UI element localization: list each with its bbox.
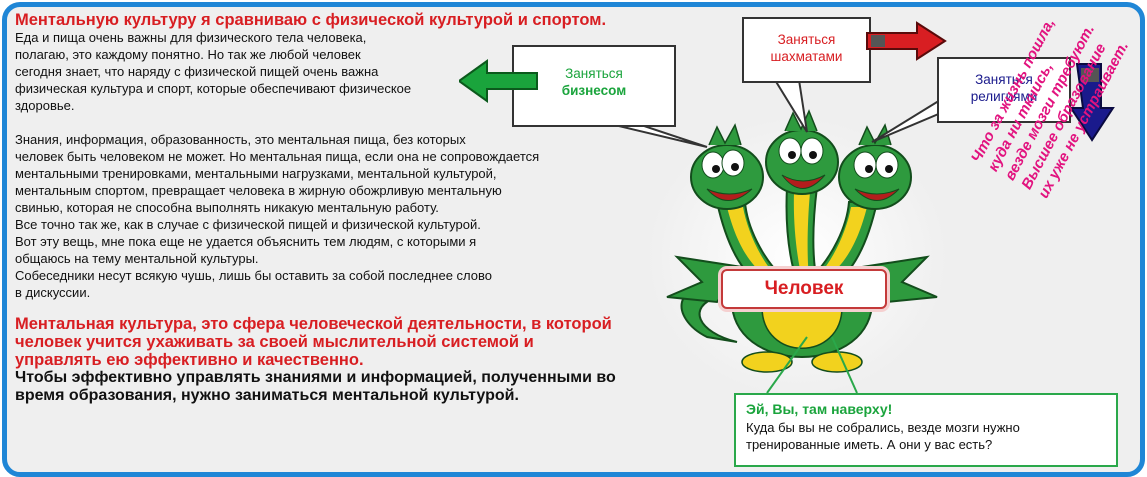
callout-business: Заняться бизнесом <box>512 45 676 127</box>
definition-heading: Ментальная культура, это сфера человечес… <box>15 315 715 369</box>
callout-chess: Заняться шахматами <box>742 17 871 83</box>
text-line: общаюсь на тему ментальной культуры. <box>15 251 259 266</box>
callout-religion-line1: Заняться <box>975 72 1033 87</box>
callout-business-line1: Заняться <box>565 66 623 81</box>
definition-line: человек учится ухаживать за своей мыслит… <box>15 333 534 351</box>
callout-chess-line2: шахматами <box>770 49 843 64</box>
text-line: в дискуссии. <box>15 285 91 300</box>
text-line: свинью, которая не способна выполнять ни… <box>15 200 439 215</box>
text-line: сегодня знает, что наряду с физической п… <box>15 64 379 79</box>
navy-arrow-down-icon <box>1069 63 1115 142</box>
text-column: Ментальную культуру я сравниваю с физиче… <box>15 11 715 405</box>
definition-line: Ментальная культура, это сфера человечес… <box>15 315 612 333</box>
callout-chess-line1: Заняться <box>777 32 836 47</box>
text-line: полагаю, это каждому понятно. Но так же … <box>15 47 361 62</box>
text-line: человек быть человеком не может. Но мент… <box>15 149 540 164</box>
text-line: Вот эту вещь, мне пока еще не удается об… <box>15 234 477 249</box>
text-line: Собеседники несут всякую чушь, лишь бы о… <box>15 268 493 283</box>
bottom-message-line: тренированные иметь. А они у вас есть? <box>746 437 993 452</box>
definition-line: управлять ею эффективно и качественно. <box>15 351 364 369</box>
dragon-head-right <box>838 123 912 210</box>
paragraph-knowledge: Знания, информация, образованность, это … <box>15 131 715 301</box>
text-line: ментальным спортом, превращает человека … <box>15 183 502 198</box>
person-label: Человек <box>721 269 887 309</box>
bottom-message-line: Куда бы вы не собрались, везде мозги нуж… <box>746 420 1020 435</box>
dragon-head-middle <box>765 109 839 195</box>
heading-comparison: Ментальную культуру я сравниваю с физиче… <box>15 11 607 29</box>
text-line: физическая культура и спорт, которые обе… <box>15 81 412 96</box>
text-line: здоровье. <box>15 98 75 113</box>
conclusion-line: Чтобы эффективно управлять знаниями и ин… <box>15 369 616 386</box>
text-line: Знания, информация, образованность, это … <box>15 132 466 147</box>
text-line: Все точно так же, как в случае с физичес… <box>15 217 481 232</box>
paragraph-food: Еда и пища очень важны для физического т… <box>15 29 715 114</box>
conclusion-line: время образования, нужно заниматься мент… <box>15 387 519 404</box>
conclusion: Чтобы эффективно управлять знаниями и ин… <box>15 369 715 405</box>
red-arrow-right-icon <box>866 21 947 61</box>
callout-religion: Заняться религиями <box>937 57 1071 123</box>
bottom-message-title: Эй, Вы, там наверху! <box>746 401 893 417</box>
three-headed-dragon-illustration <box>647 109 947 397</box>
text-line: Еда и пища очень важны для физического т… <box>15 30 367 45</box>
callout-religion-line2: религиями <box>970 89 1038 104</box>
bottom-message-box: Эй, Вы, там наверху! Куда бы вы не собра… <box>734 393 1118 467</box>
green-arrow-left-icon <box>459 59 538 103</box>
callout-business-line2: бизнесом <box>561 83 627 98</box>
text-line: ментальными тренировками, ментальными на… <box>15 166 497 181</box>
dragon-head-left <box>690 123 764 210</box>
